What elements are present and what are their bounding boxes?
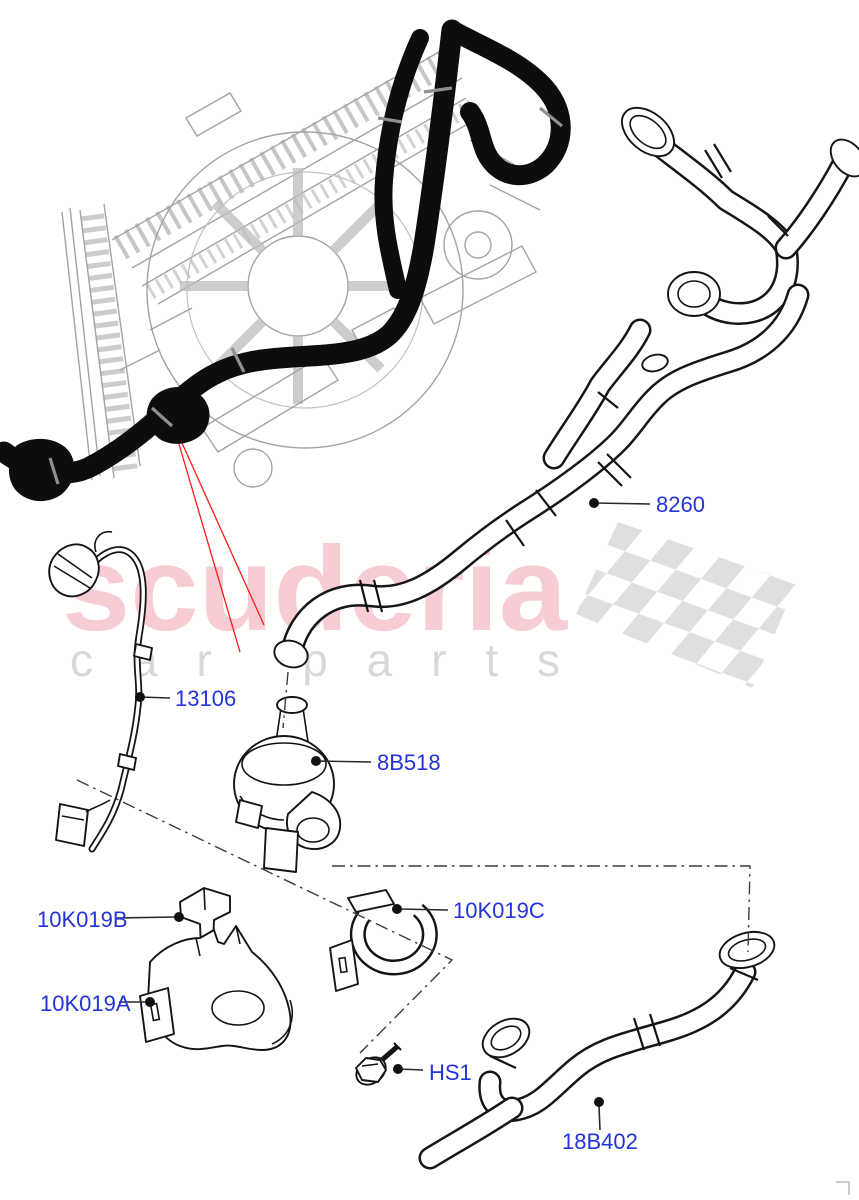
radiator-hoses-black: [0, 19, 571, 502]
leader-dot: [392, 904, 402, 914]
leader-dot: [174, 912, 184, 922]
wiring-harness-13106: [48, 530, 153, 853]
label-10k019b[interactable]: 10K019B: [37, 907, 184, 932]
label-hs1[interactable]: HS1: [393, 1060, 472, 1085]
part-code-text[interactable]: 10K019C: [453, 898, 545, 923]
watermark: scuderia car parts: [62, 522, 796, 688]
label-10k019a[interactable]: 10K019A: [40, 991, 155, 1016]
leader-line: [598, 1105, 601, 1131]
leader-dot: [393, 1064, 403, 1074]
coolant-hose-assembly-8260: [273, 106, 859, 669]
mounting-bracket-10k019a: [139, 925, 294, 1051]
checkered-flag-watermark: [576, 522, 796, 688]
watermark-tagline-text: car parts: [70, 634, 560, 686]
leader-line: [139, 696, 171, 699]
label-13106[interactable]: 13106: [135, 686, 236, 711]
page-corner-mark: [836, 1181, 850, 1195]
part-code-text[interactable]: 18B402: [562, 1129, 638, 1154]
hose-clamp-bands: [48, 86, 564, 485]
hose-clamps: [358, 143, 789, 613]
aux-water-pump-8b518: [233, 696, 342, 873]
hose-clamp-10k019c: [329, 889, 438, 992]
leader-dot: [311, 756, 321, 766]
leader-dot: [145, 997, 155, 1007]
red-leader-line: [178, 443, 241, 653]
leader-dot: [594, 1097, 604, 1107]
hose-clamps: [489, 966, 759, 1069]
leader-line: [396, 908, 449, 911]
leader-line: [315, 760, 372, 763]
leader-dot: [589, 498, 599, 508]
part-code-text[interactable]: HS1: [429, 1060, 472, 1085]
label-8b518[interactable]: 8B518: [311, 750, 441, 775]
red-pointer-lines: [178, 442, 265, 653]
part-code-text[interactable]: 10K019A: [40, 991, 131, 1016]
leader-dot: [135, 692, 145, 702]
leader-line: [593, 502, 651, 505]
label-8260[interactable]: 8260: [589, 492, 705, 517]
part-code-text[interactable]: 8260: [656, 492, 705, 517]
part-labels: 8260 13106 8B518 10K019B 10K019A 10K019C: [37, 492, 705, 1154]
coolant-hose-18b402: [418, 930, 776, 1170]
part-code-text[interactable]: 13106: [175, 686, 236, 711]
part-code-text[interactable]: 10K019B: [37, 907, 128, 932]
leader-line: [116, 916, 177, 919]
assembly-reference-lines: [76, 671, 751, 1054]
part-code-text[interactable]: 8B518: [377, 750, 441, 775]
label-10k019c[interactable]: 10K019C: [392, 898, 545, 923]
label-18b402[interactable]: 18B402: [562, 1097, 638, 1154]
bolt-hs1: [355, 1042, 402, 1086]
red-leader-line: [181, 442, 265, 626]
